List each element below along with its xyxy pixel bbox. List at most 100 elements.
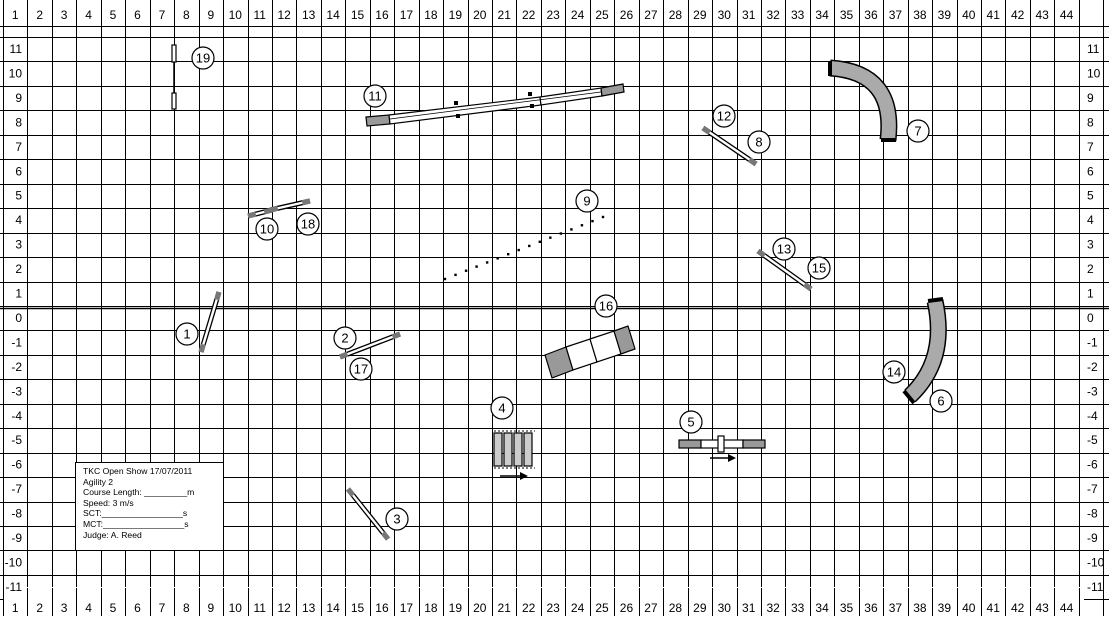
- x-axis-label-top: 12: [277, 8, 291, 22]
- x-axis-label-bottom: 38: [913, 601, 927, 615]
- x-axis-label-bottom: 32: [766, 601, 780, 615]
- x-axis-label-top: 15: [351, 8, 365, 22]
- obstacle-number-2: 2: [333, 326, 357, 350]
- x-axis-label-top: 25: [595, 8, 609, 22]
- weave-pole: [517, 248, 520, 252]
- obstacle-number-1: 1: [175, 322, 199, 346]
- hurdle-wing: [756, 248, 767, 258]
- x-axis-label-bottom: 16: [375, 601, 389, 615]
- x-axis-label-top: 7: [159, 8, 166, 22]
- y-axis-label-right: 7: [1087, 140, 1094, 154]
- x-axis-label-top: 30: [718, 8, 732, 22]
- number-circle: [175, 322, 199, 346]
- hurdle-wing: [802, 282, 813, 292]
- y-axis-label-left: 10: [9, 66, 23, 80]
- x-axis-label-top: 3: [61, 8, 68, 22]
- y-axis-label-left: -11: [6, 580, 23, 594]
- weave-pole: [475, 265, 478, 268]
- x-axis-label-top: 28: [669, 8, 683, 22]
- a-frame-contact: [613, 325, 636, 355]
- weave-poles-4: [493, 430, 535, 480]
- x-axis-label-bottom: 17: [400, 601, 414, 615]
- x-axis-label-top: 5: [110, 8, 117, 22]
- y-axis-label-right: -9: [1087, 531, 1098, 545]
- y-axis-label-right: -3: [1087, 384, 1098, 398]
- hurdle-wing: [345, 487, 356, 497]
- hurdle-19: [171, 44, 177, 110]
- info-mct: MCT:_________________s: [83, 518, 189, 529]
- obstacle-number-7: 7: [906, 119, 930, 143]
- info-judge: Judge: A. Reed: [83, 529, 142, 540]
- weave-pole: [580, 224, 584, 227]
- obstacle-number-13: 13: [772, 237, 796, 261]
- number-label: 15: [812, 261, 826, 276]
- y-axis-label-right: 0: [1087, 311, 1094, 325]
- dog-walk-support: [530, 104, 534, 108]
- x-axis-label-bottom: 28: [669, 601, 683, 615]
- y-axis-label-right: 10: [1087, 66, 1101, 80]
- x-axis-label-top: 19: [449, 8, 463, 22]
- info-sct: SCT:_________________s: [83, 508, 188, 519]
- x-axis-label-bottom: 12: [277, 601, 291, 615]
- weave-pole: [507, 253, 510, 256]
- x-axis-label-top: 38: [913, 8, 927, 22]
- x-axis-label-top: 23: [546, 8, 560, 22]
- x-axis-label-top: 6: [134, 8, 141, 22]
- y-axis-label-left: 4: [15, 213, 22, 227]
- x-axis-label-bottom: 36: [864, 601, 878, 615]
- x-axis-label-top: 2: [36, 8, 43, 22]
- hurdle-wing: [339, 351, 349, 360]
- x-axis-label-bottom: 41: [987, 601, 1001, 615]
- x-axis-label-bottom: 13: [302, 601, 316, 615]
- y-axis-label-left: -7: [11, 482, 22, 496]
- hurdle-10: [247, 207, 273, 219]
- y-axis-label-right: -2: [1087, 360, 1098, 374]
- number-circle: [594, 294, 618, 318]
- x-axis-label-bottom: 4: [85, 601, 92, 615]
- y-axis-label-right: -8: [1087, 507, 1098, 521]
- number-label: 5: [687, 415, 694, 430]
- y-axis-label-right: -11: [1087, 580, 1104, 594]
- x-axis-label-bottom: 26: [620, 601, 634, 615]
- x-axis-label-bottom: 35: [840, 601, 854, 615]
- hurdle-wing: [747, 157, 758, 167]
- number-circle: [679, 410, 703, 434]
- x-axis-label-top: 22: [522, 8, 536, 22]
- x-axis-label-bottom: 9: [207, 601, 214, 615]
- x-axis-label-top: 43: [1035, 8, 1049, 22]
- bottom-label-band: [4, 587, 1084, 615]
- hurdle-1: [198, 291, 222, 353]
- x-axis-label-top: 20: [473, 8, 487, 22]
- x-axis-label-bottom: 40: [962, 601, 976, 615]
- direction-arrow-head: [520, 472, 528, 480]
- y-axis-label-left: -2: [11, 360, 22, 374]
- hurdle-wing: [171, 92, 177, 110]
- y-axis-label-left: -8: [11, 507, 22, 521]
- x-axis-label-bottom: 7: [159, 601, 166, 615]
- hurdle-wing: [301, 198, 311, 206]
- weave-pole: [503, 432, 513, 467]
- see-saw-pivot: [717, 435, 725, 453]
- number-label: 9: [583, 194, 590, 209]
- x-axis-label-bottom: 30: [718, 601, 732, 615]
- x-axis-label-top: 16: [375, 8, 389, 22]
- y-axis-label-right: 9: [1087, 91, 1094, 105]
- number-circle: [349, 357, 373, 381]
- x-axis-label-top: 44: [1060, 8, 1074, 22]
- obstacle-number-12: 12: [712, 104, 736, 128]
- y-axis-label-left: -3: [11, 384, 22, 398]
- top-label-band: [4, 1, 1084, 26]
- x-axis-label-bottom: 6: [134, 601, 141, 615]
- x-axis-label-top: 40: [962, 8, 976, 22]
- y-axis-label-right: -4: [1087, 409, 1098, 423]
- y-axis-label-left: 3: [15, 238, 22, 252]
- hurdle-8: [701, 125, 758, 167]
- y-axis-label-left: -1: [11, 335, 22, 349]
- x-axis-label-bottom: 2: [36, 601, 43, 615]
- obstacle-number-18: 18: [296, 212, 320, 236]
- x-axis-label-bottom: 42: [1011, 601, 1025, 615]
- y-axis-label-right: 4: [1087, 213, 1094, 227]
- weave-pole: [454, 273, 457, 277]
- x-axis-label-top: 26: [620, 8, 634, 22]
